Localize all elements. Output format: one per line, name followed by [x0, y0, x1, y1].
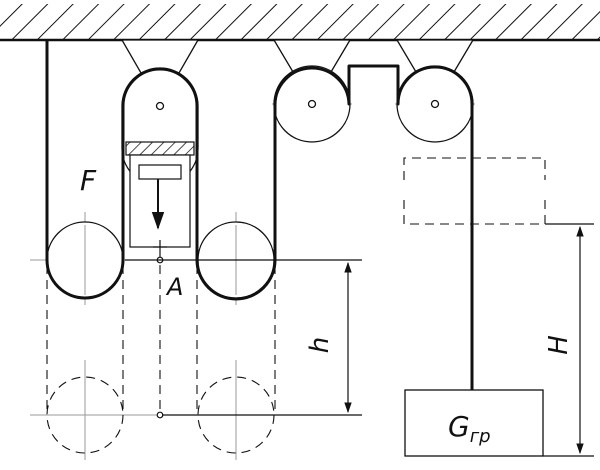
label-force: F — [80, 164, 97, 197]
rope — [45, 40, 474, 390]
label-weight-sub: гр — [470, 426, 491, 447]
label-weight-main: G — [448, 410, 470, 443]
dimension-h — [125, 259, 362, 416]
pulley-left-lower-dashed — [46, 376, 124, 454]
ceiling — [0, 4, 600, 42]
label-weight: Gгр — [448, 410, 491, 447]
label-large-height: H — [544, 335, 574, 355]
force-sensor — [125, 141, 195, 260]
label-point-a: A — [165, 273, 183, 301]
dimension-H — [543, 223, 594, 457]
sensor-hatched-top — [125, 141, 195, 156]
label-small-height: h — [305, 337, 335, 353]
load-weight — [404, 389, 544, 457]
point-a-lower-marker — [156, 411, 164, 419]
sensor-indicator — [138, 164, 182, 180]
upper-load-position — [403, 157, 546, 225]
ceiling-hatch — [0, 4, 600, 40]
